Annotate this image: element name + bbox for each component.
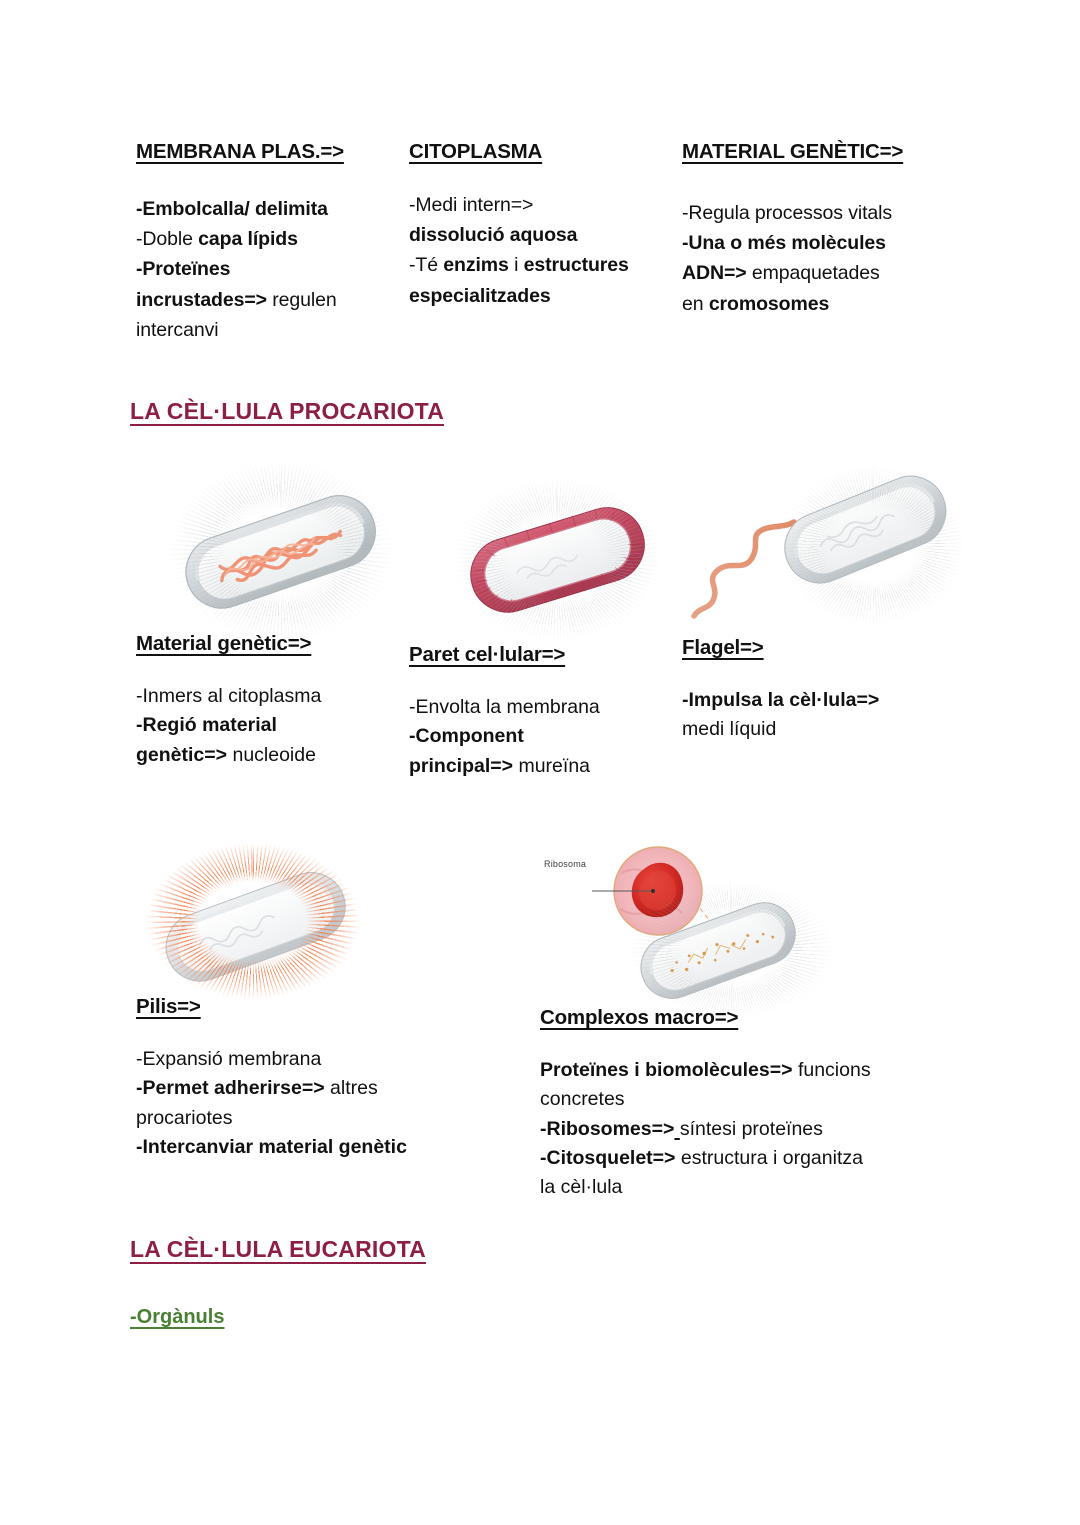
text-line: -Inmers al citoplasma <box>136 685 322 707</box>
text-line: medi líquid <box>682 718 777 741</box>
column-membrana-plasmatica: MEMBRANA PLAS.=> -Embolcalla/ delimita -… <box>136 140 396 345</box>
figure-body: -Inmers al citoplasma -Regió material ge… <box>136 682 386 770</box>
flagellum-illustration <box>691 475 947 619</box>
text-line: -Intercanviar material genètic <box>136 1135 407 1158</box>
text-line: -Embolcalla/ delimita <box>136 198 328 220</box>
caption-material-genetic: Material genètic=> -Inmers al citoplasma… <box>136 632 386 770</box>
figure-prokaryote-pili <box>140 843 370 1005</box>
cilia-halo <box>628 879 834 1019</box>
text-line: en cromosomes <box>682 292 830 315</box>
figure-prokaryote-flagellum <box>676 464 966 628</box>
caption-flagel: Flagel=> -Impulsa la cèl·lula=> medi líq… <box>682 636 947 745</box>
text-line: ADN=> empaquetades <box>682 262 880 285</box>
caption-complexos-macro: Complexos macro=> Proteïnes i biomolècul… <box>540 1006 952 1202</box>
text-line: intercanvi <box>136 318 219 341</box>
text-line: -Expansió membrana <box>136 1048 322 1070</box>
text-line: -Doble capa lípids <box>136 228 298 251</box>
figure-heading: Material genètic=> <box>136 632 312 655</box>
column-heading: MEMBRANA PLAS.=> <box>136 140 344 163</box>
cilia-halo <box>780 464 966 626</box>
column-body: -Medi intern=> dissolució aquosa -Té enz… <box>409 190 671 311</box>
section-title-eucariota: LA CÈL·LULA EUCARIOTA <box>130 1236 426 1262</box>
text-line: -Regula processos vitals <box>682 202 893 224</box>
text-line: -Impulsa la cèl·lula=> <box>682 689 880 711</box>
text-line: -Proteïnes <box>136 258 231 281</box>
caption-pilis: Pilis=> -Expansió membrana -Permet adher… <box>136 995 446 1162</box>
nucleoid-cell-illustration <box>185 495 376 609</box>
text-line: -Permet adherirse=> altres <box>136 1077 378 1100</box>
text-line: Proteïnes i biomolècules=> funcions <box>540 1059 871 1081</box>
text-line: incrustades=> regulen <box>136 288 337 311</box>
figure-body: -Impulsa la cèl·lula=> medi líquid <box>682 686 947 745</box>
cell-wall-illustration <box>470 507 645 613</box>
ribosome-callout-label: Ribosoma <box>544 859 587 869</box>
text-line: procariotes <box>136 1106 233 1129</box>
figure-heading: Flagel=> <box>682 636 764 659</box>
text-line: -Component <box>409 725 524 748</box>
text-line: -Té enzims i estructures <box>409 254 629 277</box>
figure-prokaryote-cell-wall <box>452 477 662 641</box>
text-line: concretes <box>540 1088 625 1111</box>
text-line: -Una o més molècules <box>682 232 886 255</box>
pili-halo <box>146 843 360 999</box>
column-heading: CITOPLASMA <box>409 140 543 163</box>
column-body: -Regula processos vitals -Una o més molè… <box>682 198 952 319</box>
caption-paret-cellular: Paret cel·lular=> -Envolta la membrana -… <box>409 643 665 781</box>
figure-body: Proteïnes i biomolècules=> funcions conc… <box>540 1056 952 1202</box>
text-line: -Ribosomes=> síntesi proteïnes <box>540 1117 823 1140</box>
figure-heading: Complexos macro=> <box>540 1006 739 1029</box>
text-line: genètic=> nucleoide <box>136 743 316 766</box>
note-organuls: -Orgànuls <box>130 1306 225 1328</box>
text-line: la cèl·lula <box>540 1176 623 1198</box>
figure-heading: Pilis=> <box>136 995 201 1018</box>
cilia-halo <box>452 477 662 641</box>
column-material-genetic: MATERIAL GENÈTIC=> -Regula processos vit… <box>682 140 952 319</box>
figure-body: -Expansió membrana -Permet adherirse=> a… <box>136 1045 446 1162</box>
figure-heading: Paret cel·lular=> <box>409 643 566 666</box>
text-line: -Citosquelet=> estructura i organitza <box>540 1146 863 1169</box>
text-line: principal=> mureïna <box>409 754 591 777</box>
text-line: dissolució aquosa <box>409 224 578 247</box>
figure-prokaryote-nucleoid <box>160 460 400 642</box>
text-line: -Regió material <box>136 714 277 737</box>
column-citoplasma: CITOPLASMA -Medi intern=> dissolució aqu… <box>409 140 671 311</box>
section-title-procariota: LA CÈL·LULA PROCARIOTA <box>130 398 445 424</box>
ribosome-illustration <box>592 846 796 999</box>
figure-prokaryote-ribosomes: Ribosoma <box>536 833 836 1019</box>
cilia-halo <box>168 460 394 642</box>
figure-body: -Envolta la membrana -Component principa… <box>409 693 665 781</box>
column-body: -Embolcalla/ delimita -Doble capa lípids… <box>136 194 396 345</box>
text-line: -Envolta la membrana <box>409 696 600 718</box>
column-heading: MATERIAL GENÈTIC=> <box>682 140 904 163</box>
text-line: -Medi intern=> <box>409 194 534 216</box>
text-line: especialitzades <box>409 284 551 307</box>
